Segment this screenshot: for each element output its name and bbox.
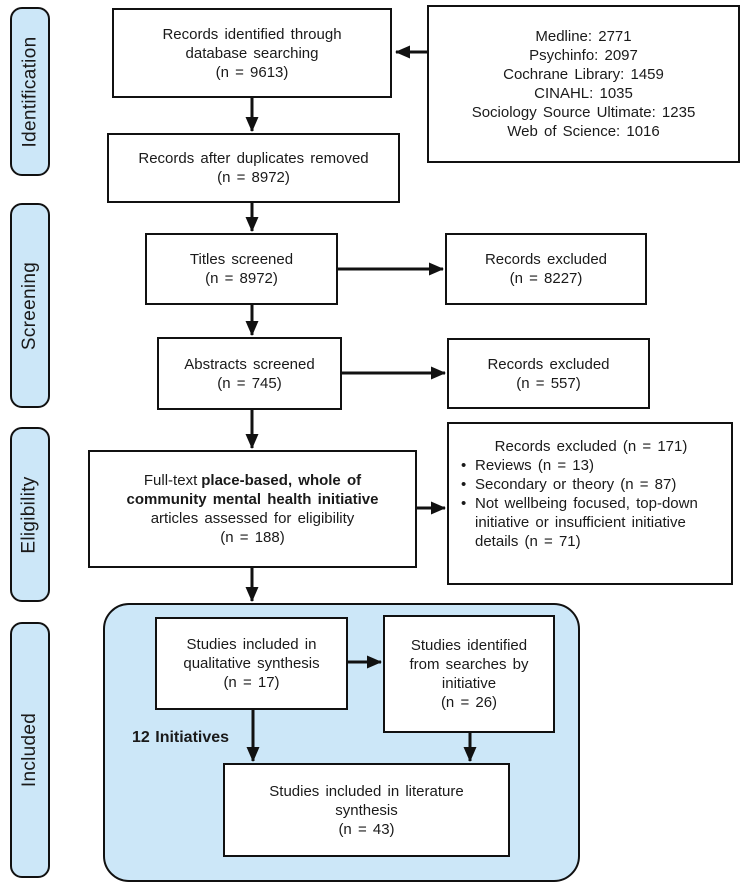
abstracts-screened-box: Abstracts screened (n = 745) <box>157 337 342 410</box>
box-line: Sociology Source Ultimate: 1235 <box>471 104 696 121</box>
qualitative-synthesis-box: Studies included in qualitative synthesi… <box>155 617 348 710</box>
box-line: (n = 26) <box>440 694 498 711</box>
stage-identification-label: Identification <box>19 36 41 147</box>
box-line: Records excluded <box>484 251 608 268</box>
initiatives-count-note: 12 Initiatives <box>132 729 230 746</box>
box-line: articles assessed for eligibility <box>150 510 355 527</box>
fulltext-prefix: Full-text <box>143 472 198 489</box>
fulltext-bold-2: community mental health initiative <box>126 491 379 508</box>
excluded-bullet: • Reviews (n = 13) <box>461 456 721 475</box>
box-line: (n = 8972) <box>205 270 278 287</box>
records-identified-box: Records identified through database sear… <box>112 8 392 98</box>
box-line: (n = 557) <box>516 374 581 392</box>
titles-screened-box: Titles screened (n = 8972) <box>145 233 338 305</box>
box-line: Titles screened <box>189 251 294 268</box>
initiative-searches-box: Studies identified from searches by init… <box>383 615 555 733</box>
box-line: qualitative synthesis <box>183 655 320 672</box>
literature-synthesis-box: Studies included in literature synthesis… <box>223 763 510 857</box>
bullet-text: Reviews (n = 13) <box>475 457 594 474</box>
duplicates-removed-box: Records after duplicates removed (n = 89… <box>107 133 400 203</box>
bullet-text: Secondary or theory (n = 87) <box>475 476 677 493</box>
box-line: Records identified through <box>162 25 342 43</box>
box-line: (n = 8972) <box>217 169 290 186</box>
box-line: (n = 8227) <box>509 270 583 287</box>
stage-identification: Identification <box>10 7 50 176</box>
box-line: initiative <box>441 675 497 692</box>
box-line: (n = 188) <box>220 529 285 546</box>
box-line: Studies identified <box>410 637 528 654</box>
bullet-text: Not wellbeing focused, top-down initiati… <box>475 495 698 550</box>
box-line: (n = 17) <box>223 674 280 691</box>
box-line: Studies included in literature <box>269 782 464 800</box>
box-line: synthesis <box>335 801 398 819</box>
stage-screening: Screening <box>10 203 50 408</box>
stage-eligibility-label: Eligibility <box>19 475 40 554</box>
box-line: Records excluded <box>487 355 610 373</box>
box-line: Medline: 2771 <box>535 28 632 45</box>
box-line: database searching <box>185 44 319 62</box>
box-line: Psychinfo: 2097 <box>529 47 638 64</box>
fulltext-excluded-box: Records excluded (n = 171) • Reviews (n =… <box>447 422 733 585</box>
bullet-icon: • <box>461 495 467 512</box>
stage-screening-label: Screening <box>19 261 41 350</box>
box-line: Web of Science: 1016 <box>507 123 660 140</box>
box-line: (n = 9613) <box>215 63 289 81</box>
excluded-bullet: • Secondary or theory (n = 87) <box>461 475 721 494</box>
box-line: CINAHL: 1035 <box>534 85 633 102</box>
abstracts-excluded-box: Records excluded (n = 557) <box>447 338 650 409</box>
database-counts-box: Medline: 2771 Psychinfo: 2097 Cochrane L… <box>427 5 740 163</box>
bullet-icon: • <box>461 457 467 474</box>
excluded-title: Records excluded (n = 171) <box>494 438 688 455</box>
box-line: (n = 43) <box>338 820 395 838</box>
box-line: Cochrane Library: 1459 <box>503 66 664 83</box>
stage-included-label: Included <box>19 712 41 788</box>
fulltext-bold-1: place-based, whole of <box>201 472 362 489</box>
box-line: from searches by <box>409 656 529 673</box>
titles-excluded-box: Records excluded (n = 8227) <box>445 233 647 305</box>
stage-included: Included <box>10 622 50 878</box>
box-line: Abstracts screened <box>184 355 315 373</box>
box-line: Studies included in <box>186 636 317 653</box>
stage-eligibility: Eligibility <box>10 427 50 602</box>
bullet-icon: • <box>461 476 467 493</box>
box-line: (n = 745) <box>217 374 282 392</box>
box-line: Records after duplicates removed <box>138 150 369 167</box>
excluded-bullet: • Not wellbeing focused, top-down initiat… <box>461 494 721 551</box>
